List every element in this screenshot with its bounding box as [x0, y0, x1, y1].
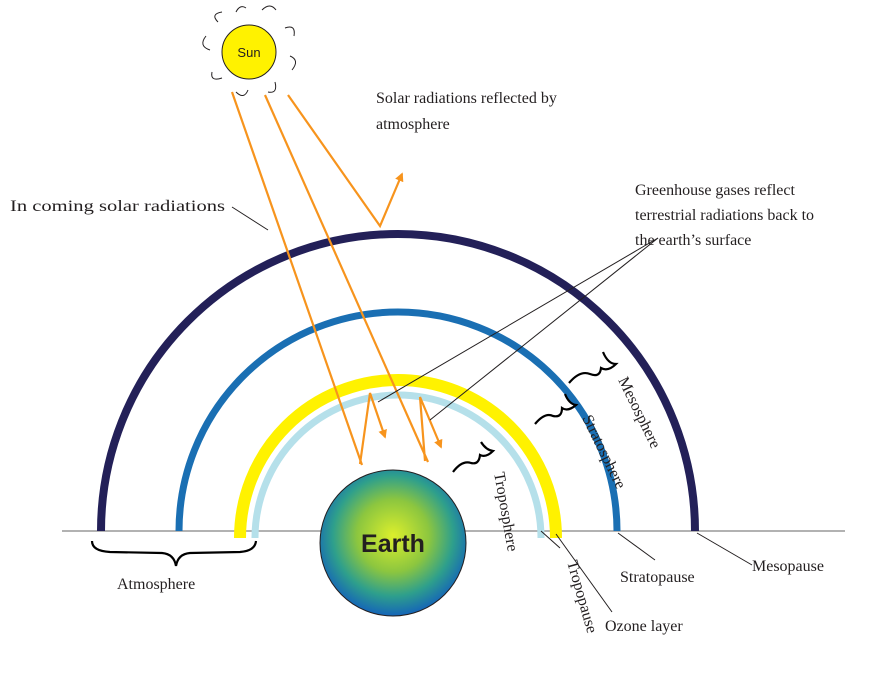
stratopause-leader [617, 532, 656, 561]
greenhouse-leader-1 [377, 237, 659, 403]
terrestrial-ray-right [418, 396, 443, 462]
greenhouse-label-line1: Greenhouse gases reflect [635, 182, 795, 199]
greenhouse-label-line2: terrestrial radiations back to [635, 207, 814, 224]
stratosphere-arc [175, 308, 621, 532]
incoming-rays [230, 91, 430, 466]
stratosphere-label: Stratosphere [578, 412, 628, 491]
terrestrial-rays [358, 392, 443, 465]
greenhouse-label: Greenhouse gases reflect terrestrial rad… [635, 182, 818, 249]
tropopause-label: Tropopause [563, 558, 600, 635]
sun: Sun [202, 5, 296, 96]
troposphere-brace [452, 441, 496, 473]
braces [90, 351, 619, 567]
reflected-label: Solar radiations reflected by atmosphere [376, 90, 561, 133]
greenhouse-leader-2 [429, 237, 659, 421]
stratosphere-brace [534, 393, 579, 425]
sun-disc [221, 24, 277, 80]
greenhouse-label-line3: the earth’s surface [635, 232, 751, 249]
incoming-ray [263, 94, 430, 463]
incoming-label: In coming solar radiations [10, 198, 225, 215]
stratopause-label: Stratopause [620, 569, 695, 586]
earth-label: Earth [361, 530, 425, 558]
earth-globe [319, 469, 467, 617]
reflected-label-line2: atmosphere [376, 116, 450, 133]
reflected-label-line1: Solar radiations reflected by [376, 90, 557, 107]
tropopause-leader [540, 530, 561, 549]
ozone-leader [555, 533, 613, 613]
sun-label: Sun [237, 45, 260, 60]
reflected-ray [287, 94, 404, 229]
mesosphere-arc [97, 230, 699, 532]
ozone-layer-label: Ozone layer [605, 618, 683, 635]
mesopause-leader [696, 532, 753, 566]
terrestrial-ray-left [358, 392, 387, 465]
atmosphere-brace [90, 540, 258, 567]
troposphere-label: Troposphere [490, 471, 521, 553]
atmosphere-label: Atmosphere [117, 576, 195, 593]
mesosphere-brace [568, 351, 619, 384]
ozone-arc [234, 374, 562, 539]
incoming-ray [230, 91, 364, 466]
earth: Earth [319, 469, 467, 617]
incoming-leader [231, 206, 269, 231]
sun-icon [202, 5, 296, 96]
mesopause-label: Mesopause [752, 558, 824, 575]
leader-lines [231, 206, 753, 613]
